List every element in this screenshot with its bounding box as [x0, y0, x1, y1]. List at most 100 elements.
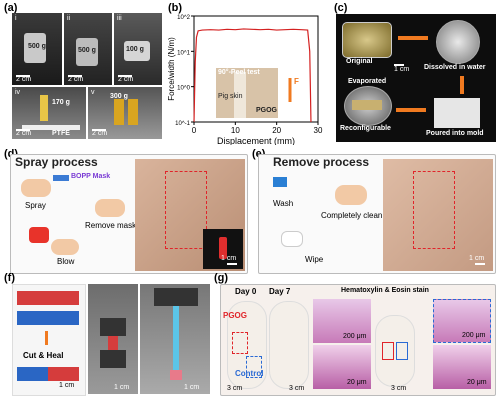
clean-label: Completely clean: [321, 211, 383, 220]
clamp: [100, 318, 126, 336]
force-label: F: [294, 77, 299, 86]
x-tick-label: 30: [314, 126, 323, 135]
panel-g-box: Day 0 Day 7 Hematoxylin & Eosin stain PG…: [220, 284, 496, 396]
y-tick-label: 10^2: [177, 15, 190, 21]
hand-icon: [95, 199, 125, 217]
control-region: [246, 356, 262, 378]
ptfe-label: PTFE: [52, 130, 70, 137]
scale-label: 1 cm: [114, 384, 130, 391]
weight-label: 170 g: [52, 99, 70, 106]
panel-f-label: (f): [4, 272, 15, 284]
x-tick-label: 20: [272, 126, 281, 135]
ptfe-sheet: [22, 125, 80, 130]
red-strip: [17, 291, 79, 305]
x-tick-label: 10: [231, 126, 240, 135]
blow-label: Blow: [57, 257, 75, 266]
inset-spray-bottle: [203, 229, 243, 269]
clean-region: [413, 171, 455, 249]
pgog-region: [382, 342, 394, 360]
weight-shape: [40, 95, 48, 121]
scale-label: 2 cm: [16, 76, 32, 83]
scale-label: 2 cm: [92, 130, 108, 137]
photo-a-v: 300 g v 2 cm: [88, 87, 162, 139]
scale-label: 3 cm: [289, 385, 305, 392]
y-tick-label: 10^-1: [175, 121, 190, 127]
sub-label: v: [91, 89, 95, 96]
sub-label: i: [15, 15, 17, 22]
panel-c-label: (c): [334, 2, 348, 14]
panel-e-box: Remove process Wash Completely clean Wip…: [258, 154, 496, 274]
wash-label: Wash: [273, 199, 294, 208]
dissolved-dish: [436, 20, 480, 64]
y-axis-label: Force/width (N/m): [168, 37, 176, 101]
reconfig-film: [352, 100, 382, 110]
arrow-down: [45, 331, 48, 345]
bopp-label: BOPP Mask: [71, 173, 111, 180]
day7-label: Day 7: [269, 287, 291, 296]
inset-photo: [216, 68, 278, 118]
scale-label: 1 cm: [59, 382, 75, 389]
pig-skin-label: Pig skin: [218, 93, 243, 100]
hand-icon: [21, 179, 51, 197]
panel-d-box: Spray process BOPP Mask Spray Remove mas…: [10, 154, 248, 274]
pgog-label: PGOG: [256, 107, 278, 114]
evaporated-label: Evaporated: [348, 78, 387, 85]
wipe-label: Wipe: [305, 255, 324, 264]
x-axis-label: Displacement (mm): [217, 136, 295, 145]
scale-label: 3 cm: [391, 385, 407, 392]
scale-label: 2 cm: [16, 130, 32, 137]
weight-shape: [114, 99, 124, 125]
series-line-0: [193, 28, 312, 123]
weight-shape: [24, 33, 46, 63]
weight-shape: [128, 99, 138, 125]
coating-region: [165, 171, 207, 249]
scale-label: 1 cm: [184, 384, 200, 391]
poured-label: Poured into mold: [426, 130, 484, 137]
scale-label: 200 μm: [343, 333, 367, 340]
photo-d-skin: 1 cm: [135, 159, 245, 271]
scale-label: 20 μm: [467, 379, 487, 386]
mask-icon: [53, 175, 69, 181]
weight-label: 500 g: [28, 43, 46, 50]
scale-label: 1 cm: [221, 255, 237, 262]
original-film: [342, 22, 392, 58]
arrow-down: [460, 76, 464, 94]
he-stain-control-high: 20 μm: [433, 345, 491, 389]
mouse-day7-center: [375, 315, 415, 387]
photo-e-skin: 1 cm: [383, 159, 493, 271]
hand-icon: [335, 185, 367, 205]
he-stain-pgog-high: 20 μm: [313, 345, 371, 389]
inset-film: [234, 72, 246, 118]
photo-a-ii: 500 g ii 2 cm: [64, 13, 112, 85]
stretched-sample: [173, 306, 179, 370]
original-label: Original: [346, 58, 373, 65]
healed-blue: [17, 367, 48, 381]
sub-label: iv: [15, 89, 21, 96]
scale-label: 2 cm: [118, 76, 134, 83]
he-stain-pgog-low: 200 μm: [313, 299, 371, 343]
photo-a-i: 500 g i 2 cm: [12, 13, 62, 85]
scale-label: 1 cm: [394, 66, 410, 73]
hair-dryer-icon: [29, 227, 49, 243]
arrow-left: [396, 108, 426, 112]
he-label: Hematoxylin & Eosin stain: [341, 287, 429, 294]
scale-label: 2 cm: [68, 76, 84, 83]
spray-title: Spray process: [15, 155, 98, 169]
pgog-region: [232, 332, 248, 354]
healed-red: [48, 367, 79, 381]
panel-g-label: (g): [214, 272, 229, 284]
scale-bar: [16, 75, 30, 77]
photo-f-stretch: 1 cm: [140, 284, 210, 394]
x-tick-label: 0: [192, 126, 197, 135]
scale-bar: [394, 64, 404, 66]
scale-label: 20 μm: [347, 379, 367, 386]
scale-label: 3 cm: [227, 385, 243, 392]
photo-c: Original Dissolved in water Evaporated R…: [336, 14, 496, 142]
mold: [434, 98, 480, 128]
weight-label: 300 g: [110, 93, 128, 100]
scale-bar: [475, 263, 485, 265]
weight-label: 100 g: [126, 46, 144, 53]
weight-shape: [76, 38, 98, 66]
